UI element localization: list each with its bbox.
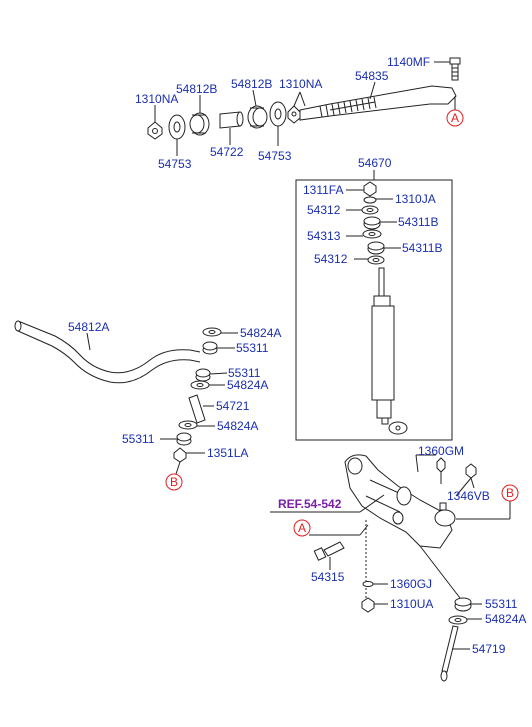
spacer-54721	[188, 394, 206, 424]
label-1360GJ: 1360GJ	[390, 577, 432, 591]
marker-b-left: B	[165, 473, 183, 491]
label-1351LA: 1351LA	[207, 446, 248, 460]
label-54812B-2: 54812B	[231, 77, 272, 91]
label-55311-1: 55311	[236, 341, 269, 355]
bushing-55311-2	[195, 368, 211, 382]
ball-joint	[434, 502, 456, 527]
label-54753-1: 54753	[158, 157, 192, 171]
label-54824A-4: 54824A	[485, 612, 526, 626]
label-54824A-1: 54824A	[240, 326, 281, 340]
bolt-1140MF	[449, 57, 461, 81]
label-54315: 54315	[311, 570, 345, 584]
label-54812B-1: 54812B	[176, 82, 217, 96]
label-1311FA: 1311FA	[303, 183, 343, 197]
rod-thread	[319, 96, 377, 118]
bushing-55311-1	[202, 341, 218, 355]
label-54719: 54719	[472, 642, 506, 656]
svg-text:A: A	[298, 521, 306, 535]
label-1310NA-top: 1310NA	[135, 92, 178, 106]
spacer-54722	[219, 111, 244, 129]
marker-a-bottom: A	[293, 519, 311, 537]
label-54721: 54721	[216, 399, 250, 413]
label-1310NA-2: 1310NA	[279, 77, 322, 91]
label-54753-2: 54753	[258, 149, 292, 163]
label-1360GM: 1360GM	[418, 444, 464, 458]
label-54824A-2: 54824A	[227, 378, 268, 392]
bushing-54812B-left	[189, 112, 210, 136]
svg-text:B: B	[506, 486, 514, 500]
bushing-54812B-right	[247, 105, 268, 129]
label-54670: 54670	[358, 156, 392, 170]
stabilizer-bar	[17, 320, 201, 384]
label-54812A: 54812A	[68, 320, 109, 334]
label-1140MF: 1140MF	[387, 55, 430, 69]
label-54835: 54835	[355, 69, 389, 83]
label-54311B-1: 54311B	[398, 215, 438, 229]
shock-absorber-assembly	[295, 170, 453, 441]
label-54722: 54722	[210, 145, 244, 159]
bushing-55311-4	[454, 597, 472, 612]
link-bolt-54719	[440, 625, 459, 682]
part-labels: 1140MF 54835 1310NA 54812B 54812B 1310NA…	[68, 55, 526, 656]
reference-label: REF.54-542	[278, 497, 342, 511]
nut-1310UA	[361, 597, 375, 613]
nut-1351LA	[173, 447, 187, 463]
label-54312-2: 54312	[314, 252, 348, 266]
svg-text:A: A	[451, 111, 459, 125]
bushing-54311B-top	[363, 216, 381, 230]
shock-absorber-body	[371, 267, 408, 435]
label-54824A-3: 54824A	[217, 419, 258, 433]
label-55311-3: 55311	[122, 432, 155, 446]
bushing-55311-3	[176, 432, 192, 446]
svg-text:B: B	[170, 475, 178, 489]
label-1346VB: 1346VB	[447, 489, 490, 503]
washer-1310JA	[363, 196, 377, 204]
stabilizer-bar-assembly	[14, 320, 238, 475]
bolt-54315	[313, 541, 345, 561]
label-54311B-2: 54311B	[402, 241, 442, 255]
marker-b-right: B	[501, 484, 519, 502]
strut-rod-assembly	[147, 57, 461, 156]
washer-1360GJ	[362, 581, 374, 587]
label-54313: 54313	[307, 229, 341, 243]
label-1310JA: 1310JA	[395, 192, 436, 206]
label-55311-4: 55311	[485, 597, 518, 611]
nut-1360GM	[436, 457, 446, 473]
nut-1346VB	[465, 463, 477, 479]
label-1310UA: 1310UA	[390, 597, 433, 611]
nut-1311FA	[363, 181, 377, 197]
lower-arm-assembly	[270, 454, 511, 682]
strut-rod	[299, 85, 457, 121]
label-55311-2: 55311	[228, 366, 261, 380]
label-54312-1: 54312	[307, 203, 341, 217]
marker-a-top: A	[446, 109, 464, 127]
bushing-54311B-bottom	[367, 241, 385, 255]
